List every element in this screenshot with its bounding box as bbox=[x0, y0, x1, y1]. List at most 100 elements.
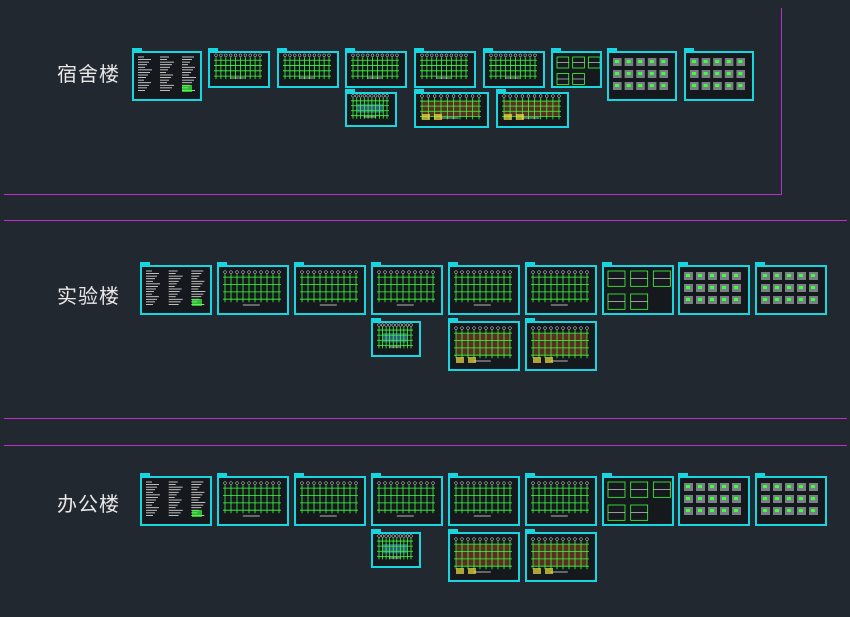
drawing-sheet-detail[interactable] bbox=[602, 262, 674, 315]
sheet-title-tab bbox=[294, 473, 304, 476]
section-divider-2 bbox=[4, 220, 847, 221]
sheet-title-tab bbox=[448, 262, 458, 265]
sheet-drawing-content bbox=[300, 481, 358, 517]
sheet-drawing-content bbox=[684, 272, 741, 304]
drawing-sheet-colored-plan[interactable] bbox=[345, 89, 397, 127]
drawing-sheet-details-grid[interactable] bbox=[755, 473, 827, 526]
sheet-drawing-content bbox=[454, 537, 512, 574]
sheet-drawing-content bbox=[531, 537, 589, 574]
drawing-sheet-plan[interactable] bbox=[294, 262, 366, 315]
drawing-sheet-details-grid[interactable] bbox=[684, 48, 754, 101]
sheet-title-tab bbox=[371, 262, 381, 265]
sheet-title-tab bbox=[525, 529, 535, 532]
sheet-drawing-content bbox=[607, 481, 671, 521]
sheet-drawing-content bbox=[377, 323, 413, 349]
sheet-title-tab bbox=[602, 473, 612, 476]
drawing-sheet-details-grid[interactable] bbox=[755, 262, 827, 315]
sheet-drawing-content bbox=[502, 94, 561, 120]
sheet-drawing-content bbox=[223, 481, 281, 517]
sheet-drawing-content bbox=[214, 53, 262, 80]
sheet-drawing-content bbox=[556, 56, 600, 85]
sheet-drawing-content bbox=[531, 326, 589, 363]
sheet-title-tab bbox=[678, 262, 688, 265]
drawing-sheet-plan-red[interactable] bbox=[496, 89, 569, 128]
drawing-sheet-plan[interactable] bbox=[371, 262, 443, 315]
drawing-sheet-plan[interactable] bbox=[217, 473, 289, 526]
drawing-sheet-notes[interactable] bbox=[140, 262, 212, 315]
sheet-drawing-content bbox=[138, 56, 196, 92]
sheet-title-tab bbox=[684, 48, 694, 51]
sheet-title-tab bbox=[607, 48, 617, 51]
drawing-sheet-details-grid[interactable] bbox=[607, 48, 677, 101]
section-border-1 bbox=[4, 194, 782, 195]
drawing-sheet-plan-red[interactable] bbox=[525, 529, 597, 582]
drawing-sheet-plan[interactable] bbox=[217, 262, 289, 315]
drawing-sheet-plan[interactable] bbox=[448, 262, 520, 315]
drawing-sheet-plan[interactable] bbox=[371, 473, 443, 526]
sheet-title-tab bbox=[551, 48, 561, 51]
sheet-title-tab bbox=[371, 318, 381, 321]
sheet-drawing-content bbox=[146, 270, 206, 306]
drawing-sheet-detail[interactable] bbox=[551, 48, 602, 88]
sheet-drawing-content bbox=[420, 94, 481, 120]
sheet-title-tab bbox=[217, 473, 227, 476]
sheet-title-tab bbox=[448, 529, 458, 532]
group-label-laboratory: 实验楼 bbox=[57, 284, 120, 308]
drawing-sheet-plan-red[interactable] bbox=[448, 318, 520, 371]
drawing-sheet-plan[interactable] bbox=[277, 48, 339, 88]
sheet-drawing-content bbox=[531, 270, 589, 306]
drawing-sheet-plan-red[interactable] bbox=[448, 529, 520, 582]
drawing-sheet-plan[interactable] bbox=[414, 48, 476, 88]
sheet-drawing-content bbox=[223, 270, 281, 306]
drawing-sheet-details-grid[interactable] bbox=[678, 262, 750, 315]
section-border-vertical bbox=[781, 8, 782, 195]
sheet-drawing-content bbox=[761, 483, 818, 515]
sheet-title-tab bbox=[208, 48, 218, 51]
sheet-drawing-content bbox=[146, 481, 206, 517]
drawing-sheet-plan-red[interactable] bbox=[525, 318, 597, 371]
group-label-dormitory: 宿舍楼 bbox=[57, 62, 120, 86]
sheet-title-tab bbox=[345, 48, 355, 51]
drawing-sheet-plan[interactable] bbox=[345, 48, 407, 88]
drawing-sheet-detail[interactable] bbox=[602, 473, 674, 526]
sheet-title-tab bbox=[414, 48, 424, 51]
sheet-drawing-content bbox=[684, 483, 741, 515]
drawing-sheet-notes[interactable] bbox=[140, 473, 212, 526]
drawing-sheet-plan[interactable] bbox=[208, 48, 270, 88]
drawing-sheet-colored-plan[interactable] bbox=[371, 318, 421, 357]
section-divider-3 bbox=[4, 418, 847, 419]
sheet-title-tab bbox=[294, 262, 304, 265]
sheet-drawing-content bbox=[300, 270, 358, 306]
drawing-sheet-colored-plan[interactable] bbox=[371, 529, 421, 568]
sheet-title-tab bbox=[525, 262, 535, 265]
sheet-drawing-content bbox=[761, 272, 818, 304]
sheet-title-tab bbox=[525, 473, 535, 476]
sheet-drawing-content bbox=[454, 326, 512, 363]
sheet-title-tab bbox=[678, 473, 688, 476]
sheet-drawing-content bbox=[377, 270, 435, 306]
drawing-sheet-plan[interactable] bbox=[525, 262, 597, 315]
drawing-sheet-plan[interactable] bbox=[294, 473, 366, 526]
sheet-drawing-content bbox=[607, 270, 671, 310]
drawing-sheet-plan[interactable] bbox=[483, 48, 545, 88]
drawing-sheet-plan[interactable] bbox=[525, 473, 597, 526]
section-divider-4 bbox=[4, 445, 847, 446]
sheet-title-tab bbox=[140, 262, 150, 265]
sheet-title-tab bbox=[448, 318, 458, 321]
drawing-sheet-plan[interactable] bbox=[448, 473, 520, 526]
drawing-sheet-notes[interactable] bbox=[132, 48, 202, 101]
group-label-office: 办公楼 bbox=[57, 492, 120, 516]
sheet-title-tab bbox=[602, 262, 612, 265]
sheet-title-tab bbox=[132, 48, 142, 51]
sheet-title-tab bbox=[140, 473, 150, 476]
sheet-drawing-content bbox=[531, 481, 589, 517]
sheet-title-tab bbox=[525, 318, 535, 321]
sheet-title-tab bbox=[755, 262, 765, 265]
sheet-title-tab bbox=[496, 89, 506, 92]
sheet-title-tab bbox=[345, 89, 355, 92]
drawing-sheet-details-grid[interactable] bbox=[678, 473, 750, 526]
sheet-title-tab bbox=[755, 473, 765, 476]
drawing-sheet-plan-red[interactable] bbox=[414, 89, 489, 128]
sheet-drawing-content bbox=[613, 58, 668, 90]
